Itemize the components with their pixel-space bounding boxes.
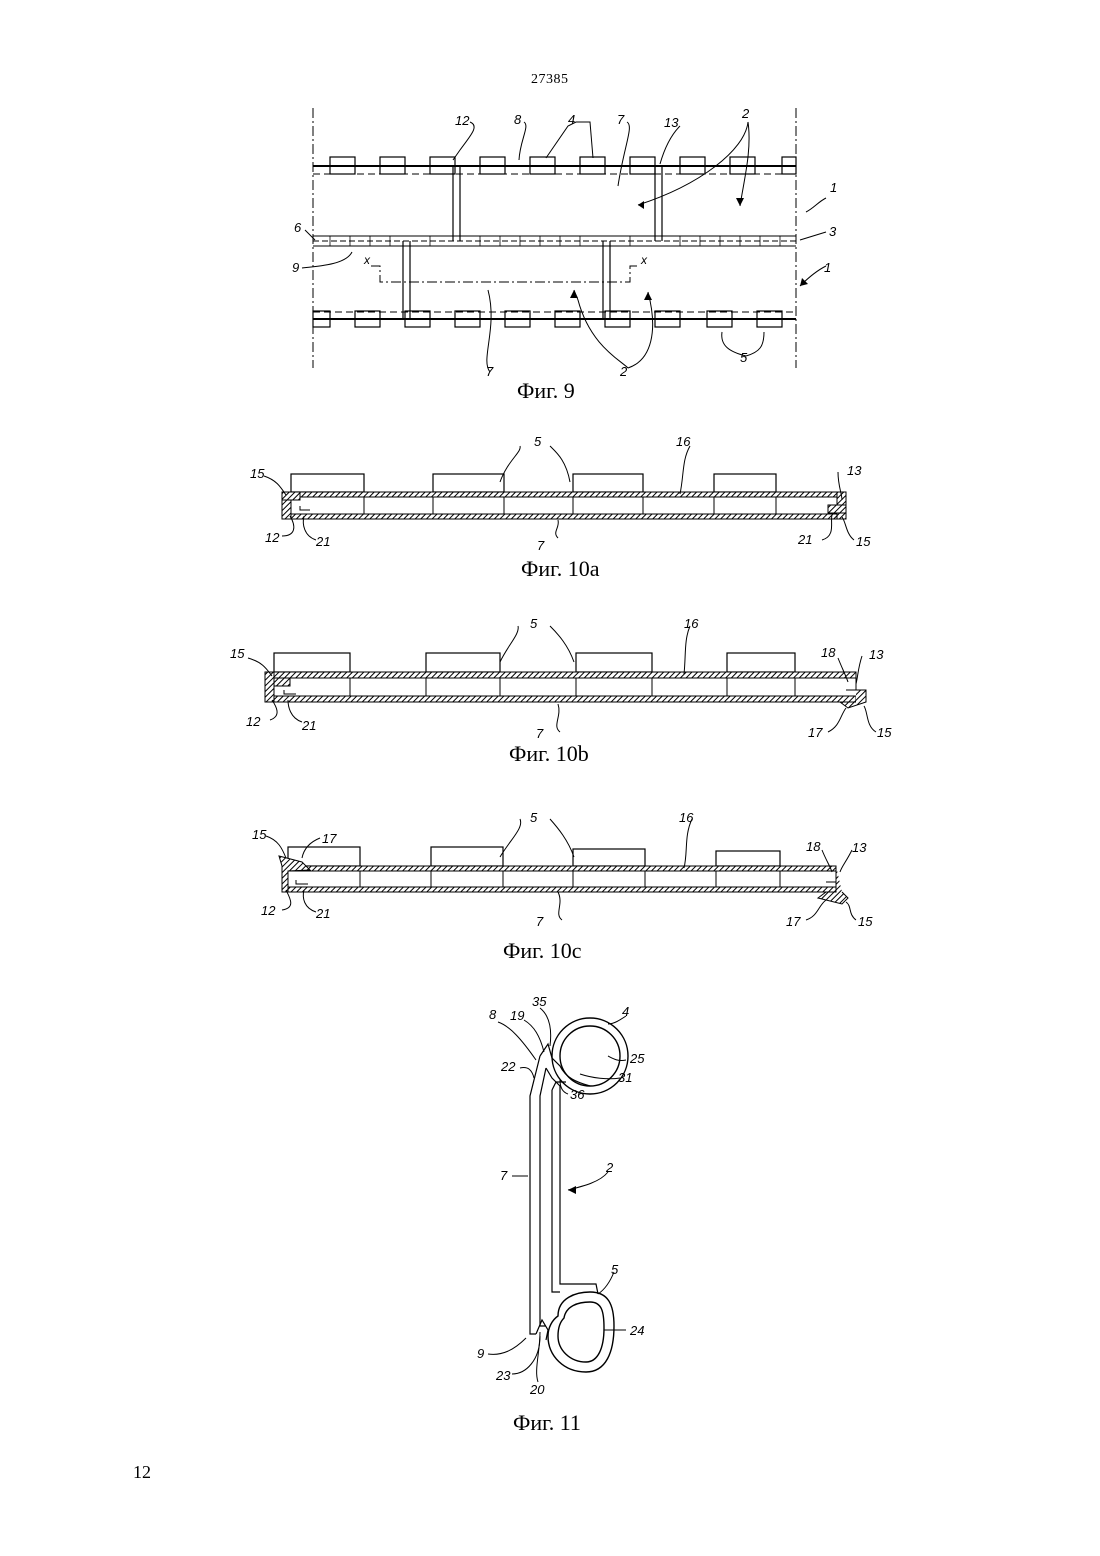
fig10b-label-13: 13 <box>869 647 884 662</box>
fig10a-label-13: 13 <box>847 463 862 478</box>
fig10a-label-5: 5 <box>534 434 542 449</box>
fig10a-label-21-left: 21 <box>315 534 330 549</box>
fig10c-label-15-right: 15 <box>858 914 873 929</box>
fig10a-label-12: 12 <box>265 530 280 545</box>
fig11-label-7: 7 <box>500 1168 508 1183</box>
fig9-section-x-left: x <box>363 253 371 267</box>
fig9-label-8: 8 <box>514 112 522 127</box>
fig10b-label-18: 18 <box>821 645 836 660</box>
figure-10a-drawing <box>264 446 854 540</box>
fig10b-label-16: 16 <box>684 616 699 631</box>
fig10b-label-15-right: 15 <box>877 725 892 740</box>
figure-10c-drawing <box>266 819 856 920</box>
fig10a-label-15-left: 15 <box>250 466 265 481</box>
fig11-label-23: 23 <box>495 1368 511 1383</box>
fig11-label-2: 2 <box>605 1160 614 1175</box>
fig10b-label-21: 21 <box>301 718 316 733</box>
fig10c-label-7: 7 <box>536 914 544 929</box>
fig9-label-5: 5 <box>740 350 748 365</box>
figure-10b-drawing <box>248 626 876 732</box>
fig10c-label-17-right: 17 <box>786 914 801 929</box>
fig10c-label-5: 5 <box>530 810 538 825</box>
fig11-label-24: 24 <box>629 1323 644 1338</box>
fig10a-label-21-right: 21 <box>797 532 812 547</box>
fig10c-label-13: 13 <box>852 840 867 855</box>
fig11-label-25: 25 <box>629 1051 645 1066</box>
fig10a-label-16: 16 <box>676 434 691 449</box>
fig11-label-4: 4 <box>622 1004 629 1019</box>
fig10b-label-5: 5 <box>530 616 538 631</box>
fig11-label-36: 36 <box>570 1087 585 1102</box>
fig10c-label-18: 18 <box>806 839 821 854</box>
fig9-label-12: 12 <box>455 113 470 128</box>
fig11-label-22: 22 <box>500 1059 516 1074</box>
fig9-label-2: 2 <box>741 106 750 121</box>
fig10b-label-12: 12 <box>246 714 261 729</box>
fig9-label-6: 6 <box>294 220 302 235</box>
fig11-label-9: 9 <box>477 1346 484 1361</box>
fig11-label-35: 35 <box>532 994 547 1009</box>
fig9-label-3: 3 <box>829 224 837 239</box>
fig10a-label-7: 7 <box>537 538 545 553</box>
figure-9-labels: 12 8 4 7 13 2 1 6 3 9 x x 1 7 2 5 <box>292 106 837 379</box>
fig11-label-20: 20 <box>529 1382 545 1397</box>
fig11-label-19: 19 <box>510 1008 524 1023</box>
fig10b-label-17: 17 <box>808 725 823 740</box>
fig9-label-7-bottom: 7 <box>486 364 494 379</box>
fig10c-label-17-left: 17 <box>322 831 337 846</box>
fig9-label-9: 9 <box>292 260 299 275</box>
fig9-label-13: 13 <box>664 115 679 130</box>
fig10a-label-15-right: 15 <box>856 534 871 549</box>
fig10c-label-16: 16 <box>679 810 694 825</box>
fig10c-label-21: 21 <box>315 906 330 921</box>
fig9-label-4: 4 <box>568 112 575 127</box>
fig9-label-7: 7 <box>617 112 625 127</box>
fig9-section-x-right: x <box>640 253 648 267</box>
fig10b-label-7: 7 <box>536 726 544 741</box>
fig11-label-31: 31 <box>618 1070 632 1085</box>
fig10c-label-12: 12 <box>261 903 276 918</box>
fig11-label-5: 5 <box>611 1262 619 1277</box>
fig10b-label-15-left: 15 <box>230 646 245 661</box>
fig9-label-2-bottom: 2 <box>619 364 628 379</box>
figure-9-drawing <box>302 108 826 372</box>
fig10c-label-15-left: 15 <box>252 827 267 842</box>
fig9-label-1-bottom: 1 <box>824 260 831 275</box>
fig9-label-1-top: 1 <box>830 180 837 195</box>
fig11-label-8: 8 <box>489 1007 497 1022</box>
